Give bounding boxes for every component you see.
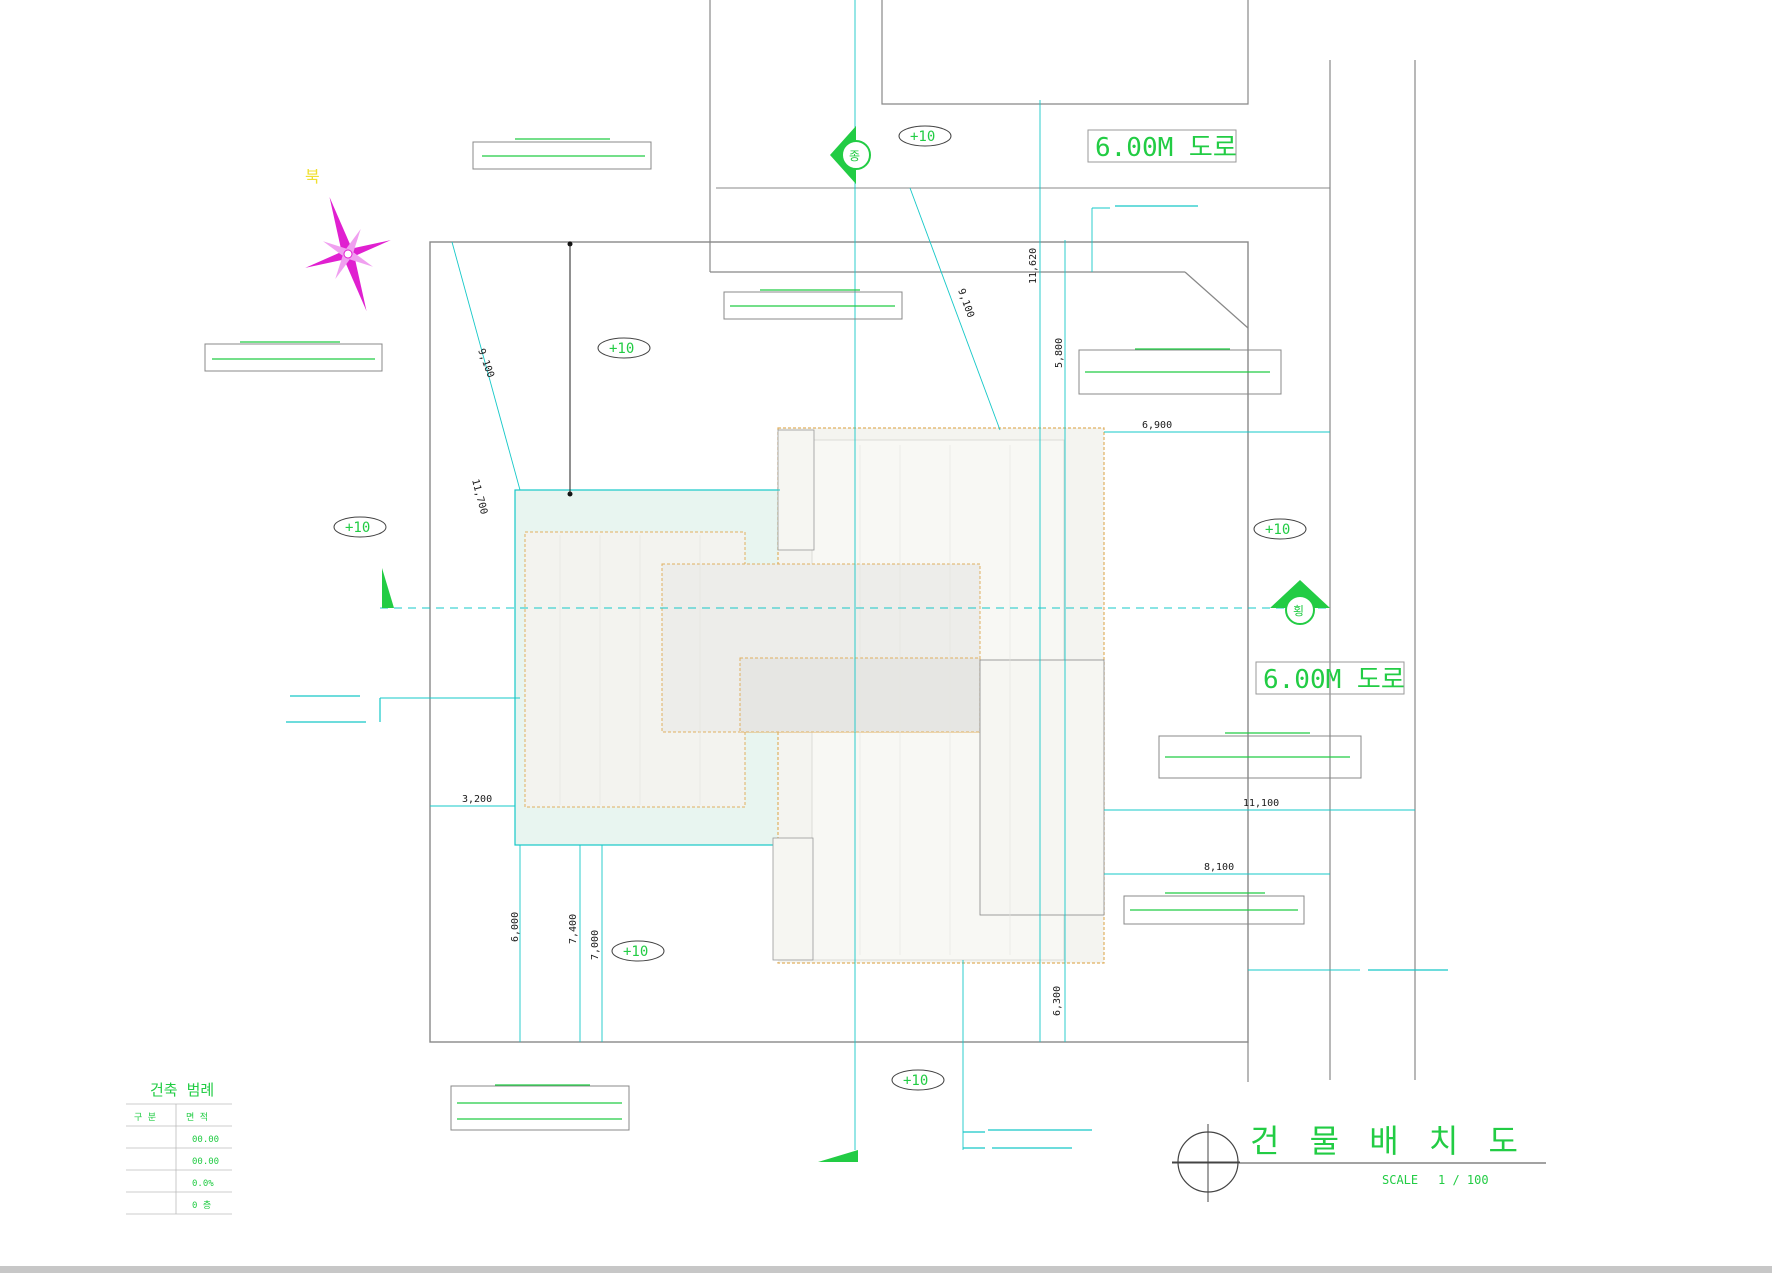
summary-table-header: 구 분 — [134, 1112, 156, 1123]
dim-label: 3,200 — [462, 794, 492, 805]
building-footprint — [514, 427, 1105, 964]
dim-label: 11,620 — [1028, 248, 1039, 284]
elevation-tag-text: +10 — [1265, 522, 1290, 538]
compass-rose-icon — [305, 196, 391, 312]
dim-label: 11,100 — [1243, 798, 1279, 809]
section-marker-west — [382, 568, 394, 608]
section-marker-north-text: 종 — [849, 149, 860, 163]
dim-label: 11,700 — [469, 478, 489, 516]
road-label-east: 6.00M 도로 — [1255, 661, 1405, 695]
elevation-tag: +10 — [1253, 518, 1307, 540]
dim-label: 9,100 — [475, 347, 496, 379]
summary-table-cell: 0.0% — [192, 1179, 214, 1189]
drawing-title: 건 물 배 치 도 — [1250, 1122, 1528, 1160]
elevation-tag-text: +10 — [910, 129, 935, 145]
summary-table-cell: 00.00 — [192, 1157, 219, 1167]
elevation-tag-text: +10 — [345, 520, 370, 536]
road-label-north-text: 6.00M 도로 — [1095, 133, 1237, 163]
dimension-lines — [380, 0, 1415, 1150]
north-label: 북 — [305, 167, 320, 186]
dim-label: 7,400 — [568, 914, 579, 944]
elevation-tag-text: +10 — [609, 341, 634, 357]
cyan-note-strokes — [286, 205, 1448, 1149]
dim-label: 6,000 — [510, 912, 521, 942]
summary-table-title: 건축 범례 — [150, 1081, 214, 1099]
dim-label: 6,900 — [1142, 420, 1172, 431]
elevation-tag: +10 — [611, 940, 665, 962]
section-marker-south — [818, 1150, 858, 1162]
elevation-tag: +10 — [333, 516, 387, 538]
dim-label: 5,800 — [1054, 338, 1065, 368]
elevation-tags: +10 +10 +10 +10 +10 +10 — [333, 125, 1307, 1091]
summary-table-cell: 0 층 — [192, 1200, 211, 1211]
annotation-boxes — [204, 141, 1362, 1131]
dim-label: 9,100 — [955, 287, 976, 319]
road-label-north: 6.00M 도로 — [1087, 129, 1237, 163]
elevation-tag: +10 — [891, 1069, 945, 1091]
road-label-east-text: 6.00M 도로 — [1263, 665, 1405, 695]
summary-table-cell: 00.00 — [192, 1135, 219, 1145]
scale-value: 1 / 100 — [1438, 1173, 1489, 1187]
title-block: 건 물 배 치 도 SCALE 1 / 100 — [1172, 1122, 1546, 1202]
annotation-text-strokes — [212, 138, 1350, 1120]
section-marker-east: 횡 — [1270, 580, 1330, 625]
dim-label: 6,300 — [1052, 986, 1063, 1016]
dim-label: 7,000 — [590, 930, 601, 960]
section-marker-east-text: 횡 — [1293, 604, 1304, 618]
site-boundary — [429, 0, 1416, 1082]
elevation-tag: +10 — [898, 125, 952, 147]
summary-table-header: 면 적 — [186, 1111, 208, 1123]
scale-label: SCALE — [1382, 1173, 1418, 1187]
elevation-tag-text: +10 — [903, 1073, 928, 1089]
dim-label: 8,100 — [1204, 862, 1234, 873]
window-bottom-edge — [0, 1266, 1772, 1273]
summary-table: 건축 범례 구 분 면 적 00.00 00.00 0.0% 0 층 — [126, 1081, 232, 1215]
elevation-tag-text: +10 — [623, 944, 648, 960]
elevation-tag: +10 — [597, 337, 651, 359]
section-marker-north: 종 — [830, 126, 871, 184]
